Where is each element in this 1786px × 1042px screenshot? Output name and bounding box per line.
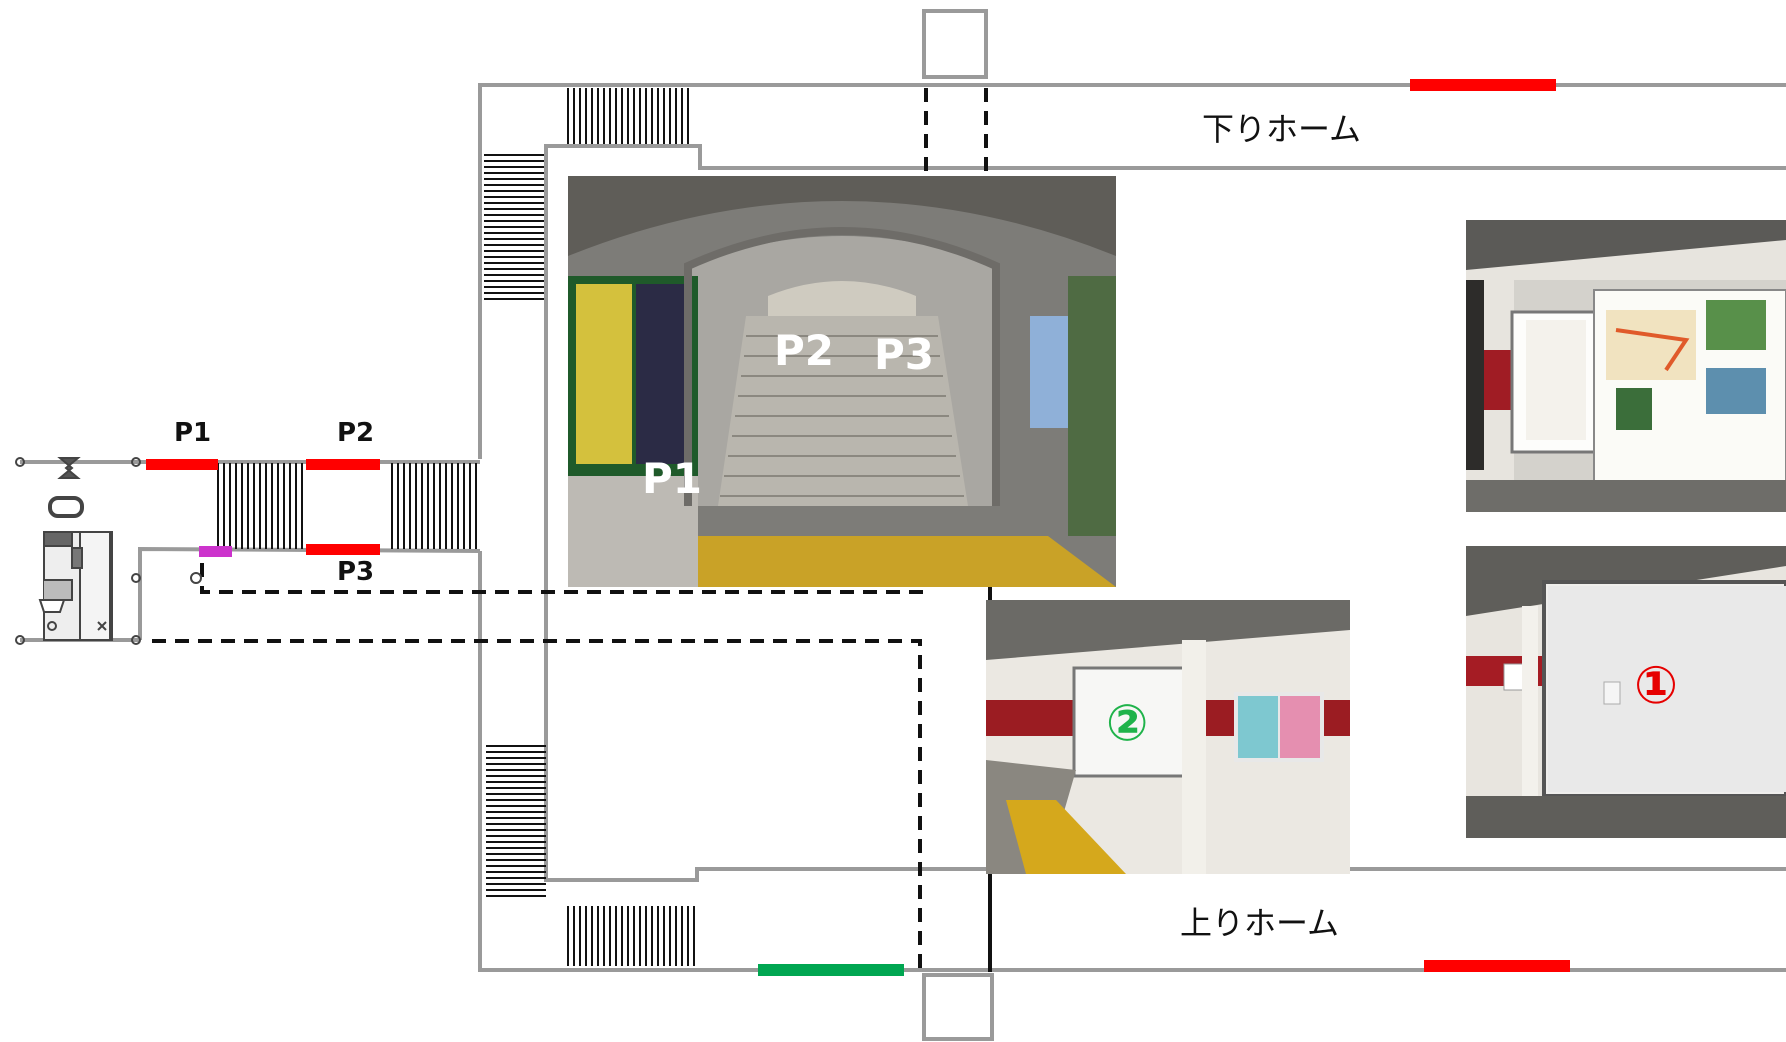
bridge-box-bottom: [922, 973, 994, 1041]
up-platform-label: 上りホーム: [1180, 904, 1340, 942]
hourglass-icon: [57, 457, 81, 479]
red-marker-p3: [306, 544, 380, 555]
green-marker-up: [758, 964, 904, 976]
red-marker-p2: [306, 459, 380, 470]
dash-path-1: [200, 563, 928, 594]
stairs-mid-left: [217, 463, 303, 549]
up-platform-outer: [478, 551, 1786, 972]
stairs-mid-right: [391, 463, 477, 549]
gate-post-icon: [15, 457, 25, 467]
red-marker-p1: [146, 459, 218, 470]
left-platform-bottom: [138, 546, 481, 640]
stairs-top-vertical: [567, 88, 689, 144]
photo-stairway: P1 P2 P3: [568, 176, 1116, 587]
photo-ad-2: ②: [986, 600, 1350, 874]
photo-map-board: [1466, 220, 1786, 512]
ad-2-label: ②: [1106, 694, 1149, 752]
ad-1-label: ①: [1634, 656, 1679, 716]
dash-path-2: [152, 639, 922, 972]
red-marker-up: [1424, 960, 1570, 972]
down-platform-label: 下りホーム: [1202, 110, 1362, 148]
stairs-bottom-left-horizontal: [486, 745, 546, 897]
stairs-left-horizontal: [484, 154, 544, 300]
bridge-box-top: [922, 9, 988, 79]
photo-label-p3: P3: [874, 330, 935, 379]
down-platform-outer: [478, 83, 1786, 459]
magenta-marker: [199, 546, 232, 557]
pillar-label-p2: P2: [337, 418, 375, 448]
red-marker-down: [1410, 79, 1556, 91]
ticket-gate-icons: [15, 457, 202, 645]
ad-markers: [146, 79, 1570, 976]
photo-label-p2: P2: [774, 326, 835, 375]
stairs: [217, 88, 695, 966]
capsule-icon: [48, 496, 84, 518]
photo-ad-1: ①: [1466, 546, 1786, 838]
down-platform-inner: [544, 144, 1786, 882]
machine-icon: [38, 531, 113, 641]
photo-label-p1: P1: [642, 454, 703, 503]
pillar-label-p3: P3: [337, 557, 375, 587]
platform-outline: [20, 9, 1786, 1041]
pillar-label-p1: P1: [174, 418, 212, 448]
stairs-bottom-vertical: [567, 906, 695, 966]
